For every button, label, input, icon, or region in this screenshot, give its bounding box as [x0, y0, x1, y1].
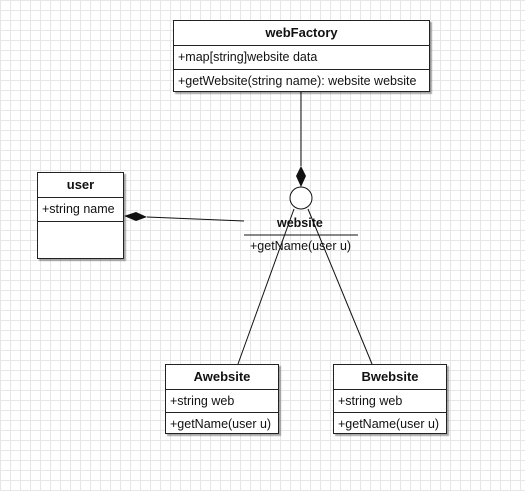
class-bwebsite[interactable]: Bwebsite +string web +getName(user u) — [333, 364, 447, 434]
class-user[interactable]: user +string name — [37, 172, 124, 259]
class-bwebsite-attribute: +string web — [334, 390, 446, 413]
interface-website-name[interactable]: website — [277, 216, 323, 230]
class-user-operations — [38, 222, 123, 258]
class-user-attribute: +string name — [38, 198, 123, 222]
class-awebsite[interactable]: Awebsite +string web +getName(user u) — [165, 364, 279, 434]
class-awebsite-name: Awebsite — [166, 365, 278, 390]
interface-website-operation: +getName(user u) — [250, 239, 352, 253]
composition-diamond-user — [124, 212, 147, 221]
realization-line-bwebsite — [307, 208, 373, 365]
class-webfactory-attribute: +map[string]website data — [174, 46, 429, 70]
class-bwebsite-name: Bwebsite — [334, 365, 446, 390]
interface-circle-website — [289, 186, 313, 210]
class-awebsite-operation: +getName(user u) — [170, 417, 272, 431]
class-webfactory-name: webFactory — [174, 21, 429, 46]
composition-line-user-website — [146, 216, 245, 222]
class-awebsite-attribute: +string web — [166, 390, 278, 413]
realization-line-awebsite — [237, 208, 295, 365]
class-webfactory[interactable]: webFactory +map[string]website data +get… — [173, 20, 430, 92]
class-webfactory-operation: +getWebsite(string name): website websit… — [178, 74, 417, 88]
class-bwebsite-operation: +getName(user u) — [338, 417, 440, 431]
class-user-name: user — [38, 173, 123, 198]
composition-diamond-webfactory — [296, 166, 306, 187]
